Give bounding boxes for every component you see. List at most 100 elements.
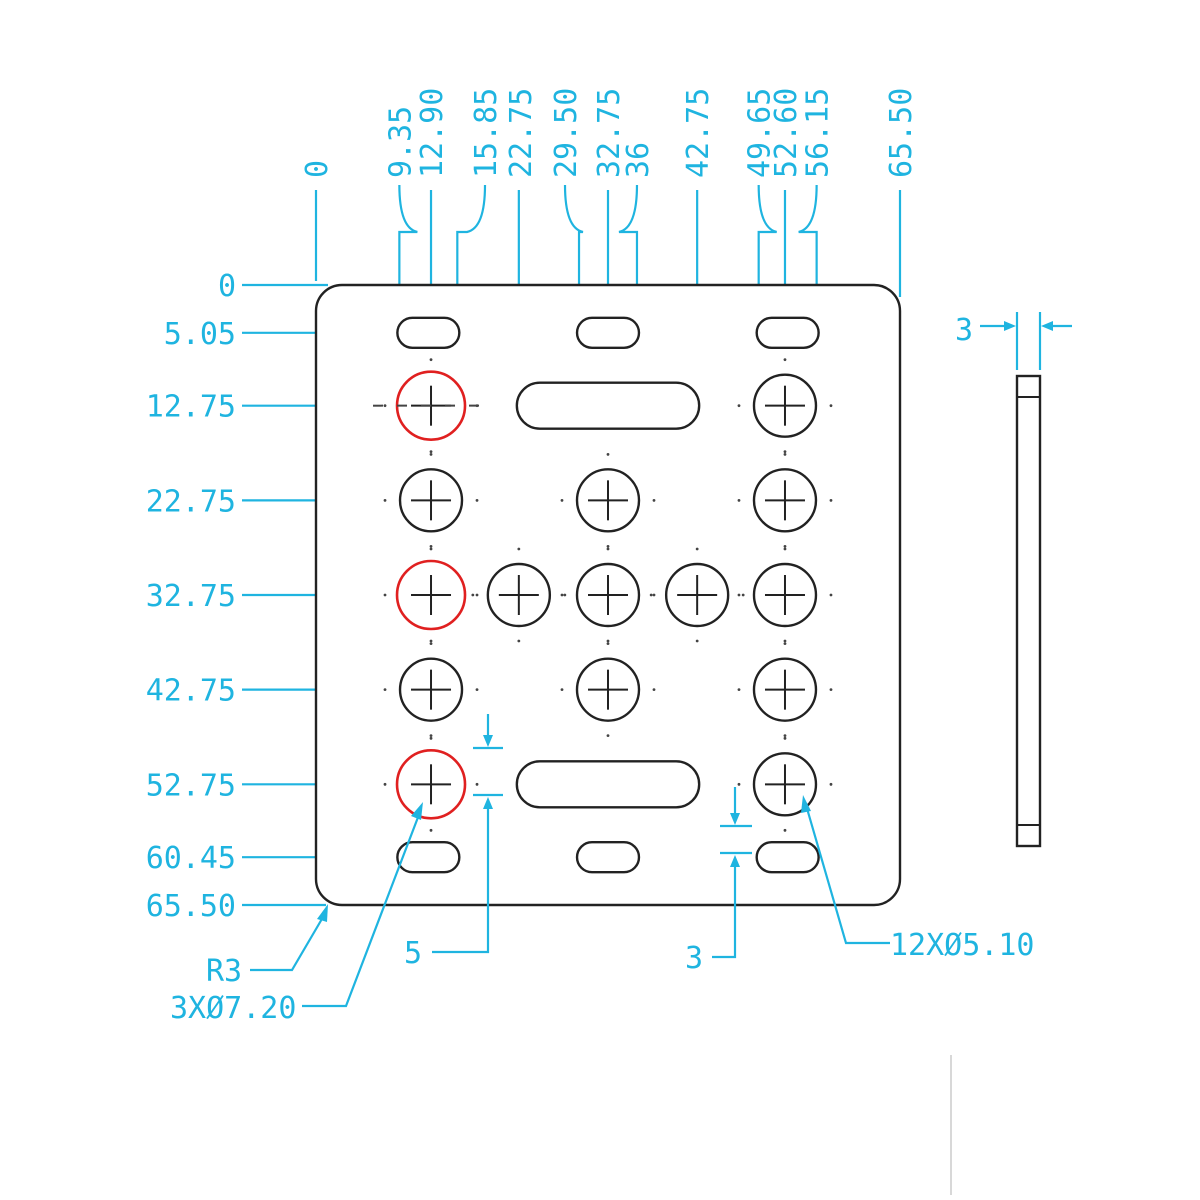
slot-gap-label: 5	[404, 936, 422, 971]
hole-6-center-mark-3	[517, 547, 521, 551]
hole-13-center-mark-4	[783, 639, 787, 643]
hole-10-center-mark-1	[649, 593, 653, 597]
hole-10-center-mark-3	[695, 547, 699, 551]
slot-1	[396, 316, 461, 350]
hole-12-center-mark-1	[737, 498, 741, 502]
hole-1-center-mark-3	[429, 358, 433, 362]
top-coord-label-x0: 0	[300, 160, 335, 178]
top-coord-label-x3: 15.85	[469, 88, 504, 178]
hole-13-center-mark-2	[829, 593, 833, 597]
hole-5-center-mark-1	[383, 782, 387, 786]
slot-4	[396, 840, 461, 874]
hole-7-center-mark-2	[652, 498, 656, 502]
hole-9-center-mark-1	[560, 688, 564, 692]
small-holes-label: 12XØ5.10	[890, 928, 1035, 963]
hole-3-center-mark-2	[475, 593, 479, 597]
hole-8-center-mark-4	[606, 639, 610, 643]
corner-radius-arrowhead	[317, 904, 328, 922]
left-coord-label-y3: 22.75	[146, 484, 236, 519]
hole-15-center-mark-2	[829, 782, 833, 786]
slot-3	[755, 316, 820, 350]
hole-9-center-mark-3	[606, 642, 610, 646]
hole-4-center-mark-1	[383, 688, 387, 692]
slot-edge-arrowhead-top	[730, 813, 740, 825]
hole-6-center-mark-1	[471, 593, 475, 597]
slot-gap-leader	[432, 806, 490, 954]
slot-edge-dimension: 3	[685, 787, 752, 976]
hole-8-center-mark-1	[560, 593, 564, 597]
hole-1-center-mark-1	[383, 404, 387, 408]
hole-4-center-mark-4	[429, 734, 433, 738]
slot-gap-arrowhead-bottom	[483, 797, 493, 809]
top-extension-x1	[398, 184, 418, 319]
left-coord-label-y5: 42.75	[146, 674, 236, 709]
top-extension-x11	[798, 184, 818, 319]
hole-13-center-mark-1	[737, 593, 741, 597]
hole-5-center-mark-3	[429, 736, 433, 740]
hole-12-center-mark-2	[829, 498, 833, 502]
hole-9-center-mark-2	[652, 688, 656, 692]
hole-6-center-mark-2	[563, 593, 567, 597]
slots	[396, 316, 820, 874]
hole-7-center-mark-1	[560, 498, 564, 502]
hole-12-center-mark-4	[783, 544, 787, 548]
small-holes-arrowhead	[801, 795, 811, 813]
top-coord-label-x9: 49.65	[743, 88, 778, 178]
top-coord-label-x10: 52.60	[769, 88, 804, 178]
slot-6	[755, 840, 820, 874]
top-coord-label-x4: 22.75	[504, 88, 539, 178]
large-holes-arrowhead	[411, 802, 423, 820]
hole-2-center-mark-2	[475, 498, 479, 502]
hole-11-center-mark-4	[783, 450, 787, 454]
corner-radius-leader	[250, 911, 327, 972]
hole-10-center-mark-4	[695, 639, 699, 643]
hole-14-center-mark-3	[783, 642, 787, 646]
left-coord-label-y8: 65.50	[146, 889, 236, 924]
top-coord-label-x7: 36	[621, 142, 656, 178]
top-extension-x9	[757, 184, 778, 319]
large-holes-callout: 3XØ7.20	[170, 802, 423, 1026]
hole-1-center-mark-4	[429, 450, 433, 454]
large-holes-label: 3XØ7.20	[170, 991, 296, 1026]
thickness-arrowhead-left	[1004, 321, 1016, 331]
hole-4-center-mark-3	[429, 642, 433, 646]
large-holes-leader	[302, 811, 422, 1008]
hole-5-center-mark-4	[429, 828, 433, 832]
thickness-arrowhead-right	[1041, 321, 1053, 331]
left-coord-label-y4: 32.75	[146, 579, 236, 614]
slot-2	[575, 316, 641, 350]
hole-10-center-mark-2	[741, 593, 745, 597]
hole-5-center-mark-2	[475, 782, 479, 786]
hole-8-center-mark-3	[606, 547, 610, 551]
left-coord-label-y1: 5.05	[164, 317, 236, 352]
hole-13-center-mark-3	[783, 547, 787, 551]
hole-9-center-mark-4	[606, 734, 610, 738]
corner-radius-label: R3	[206, 954, 242, 989]
top-extension-x3	[456, 184, 487, 319]
slot-7	[515, 381, 701, 430]
slot-edge-arrowhead-bottom	[730, 855, 740, 867]
slot-gap-dimension: 5	[404, 714, 503, 971]
hole-3-center-mark-4	[429, 639, 433, 643]
side-view: 3	[955, 312, 1072, 848]
left-coord-label-y2: 12.75	[146, 390, 236, 425]
top-coord-label-x12: 65.50	[884, 88, 919, 178]
hole-12-center-mark-3	[783, 452, 787, 456]
thickness-label: 3	[955, 313, 973, 348]
hole-11-center-mark-2	[829, 404, 833, 408]
hole-15-center-mark-4	[783, 828, 787, 832]
hole-3-center-mark-3	[429, 547, 433, 551]
top-extension-x5	[563, 184, 584, 319]
top-coord-label-x5: 29.50	[549, 88, 584, 178]
hole-6-center-mark-4	[517, 639, 521, 643]
hole-8-center-mark-2	[652, 593, 656, 597]
top-coord-label-x2: 12.90	[415, 88, 450, 178]
hole-2-center-mark-3	[429, 452, 433, 456]
slot-8	[515, 760, 701, 809]
small-holes-callout: 12XØ5.10	[801, 795, 1035, 963]
slot-5	[575, 840, 641, 874]
hole-14-center-mark-4	[783, 734, 787, 738]
top-coord-label-x8: 42.75	[681, 88, 716, 178]
